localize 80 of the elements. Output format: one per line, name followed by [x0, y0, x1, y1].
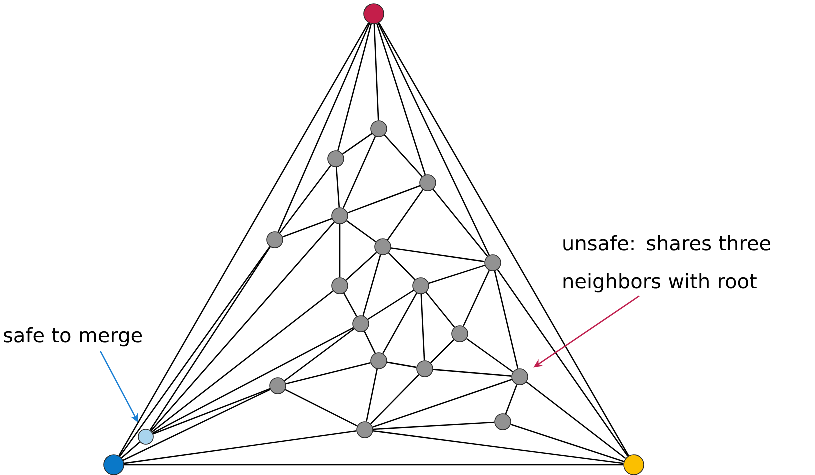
graph-edge	[342, 133, 372, 155]
graph-edge	[120, 246, 271, 457]
graph-edge	[526, 382, 626, 460]
graph-edge	[387, 362, 417, 368]
graph-edge	[344, 293, 358, 317]
graph-edge	[387, 190, 424, 240]
graph-edge	[339, 224, 341, 278]
graph-edge	[373, 430, 624, 464]
graph-edge	[150, 246, 271, 431]
graph-edge	[285, 389, 358, 427]
vertex-circle	[332, 208, 348, 224]
graph-edge	[497, 270, 629, 457]
annotation-text: unsafe: shares three neighbors with root	[564, 235, 770, 293]
vertex-circle	[328, 150, 344, 168]
graph-edge	[338, 24, 372, 152]
graph-edge	[152, 327, 354, 434]
vertex-circle	[356, 422, 374, 438]
graph-edge	[118, 22, 370, 456]
vertex-circle	[420, 174, 436, 192]
graph-edge	[364, 331, 376, 354]
vertex-circle	[332, 278, 348, 294]
graph-edge	[428, 264, 486, 284]
graph-edge	[420, 294, 426, 361]
graph-edge	[374, 24, 380, 121]
vertex-circle	[494, 414, 512, 430]
graph-edge	[346, 220, 377, 243]
graph-edge	[346, 252, 378, 281]
vertex-circle	[270, 378, 286, 394]
graph-edge	[124, 464, 624, 466]
graph-edge	[372, 379, 512, 428]
graph-edge	[348, 185, 420, 214]
vertex-circle	[512, 368, 528, 386]
graph-edge	[430, 339, 455, 364]
graph-edge	[433, 369, 512, 377]
graph-edge	[378, 22, 630, 456]
vertex-circle	[624, 454, 644, 475]
graph-edge	[123, 389, 271, 462]
vertex-circle	[370, 352, 388, 370]
graph-edge	[370, 374, 420, 424]
vertex-circle	[352, 316, 370, 332]
graph-edge	[494, 271, 519, 369]
graph-edge	[373, 422, 495, 430]
vertex-circle	[370, 120, 388, 138]
graph-edge	[466, 338, 514, 373]
vertex-circle	[412, 278, 430, 294]
vertex-circle	[484, 254, 502, 272]
graph-edge	[153, 388, 270, 435]
graph-edge	[426, 292, 456, 328]
vertex-circle	[364, 4, 384, 24]
graph-edge	[368, 290, 414, 320]
vertex-circle	[374, 238, 392, 256]
vertex-circle	[104, 454, 124, 475]
graph-edge	[152, 290, 334, 433]
graph-edge	[124, 430, 357, 464]
graph-edge	[391, 248, 485, 262]
graph-edge	[462, 270, 490, 327]
graph-edge	[376, 24, 426, 176]
graph-edge	[282, 218, 332, 238]
annotation-text: safe to merge	[4, 327, 142, 347]
graph-edge	[432, 189, 488, 257]
graph-edge	[336, 167, 340, 208]
graph-edge	[382, 293, 418, 354]
graph-edge	[280, 165, 332, 234]
graph-edge	[505, 384, 518, 414]
graph-edge	[278, 23, 370, 233]
graph-edge	[284, 328, 355, 382]
graph-edge	[388, 252, 416, 280]
graph-edge	[384, 134, 423, 178]
vertex-circle	[266, 232, 284, 248]
graph-edge	[121, 442, 140, 459]
graph-edge	[150, 222, 335, 432]
vertex-circle	[138, 429, 154, 445]
graph-edge	[510, 424, 624, 462]
graph-edge	[362, 254, 382, 316]
graph-edge	[342, 136, 376, 209]
graph-edge	[366, 369, 378, 422]
vertex-circle	[452, 326, 468, 342]
graph-edge	[378, 23, 490, 256]
graph-edge	[286, 362, 371, 385]
vertex-circle	[416, 360, 434, 378]
